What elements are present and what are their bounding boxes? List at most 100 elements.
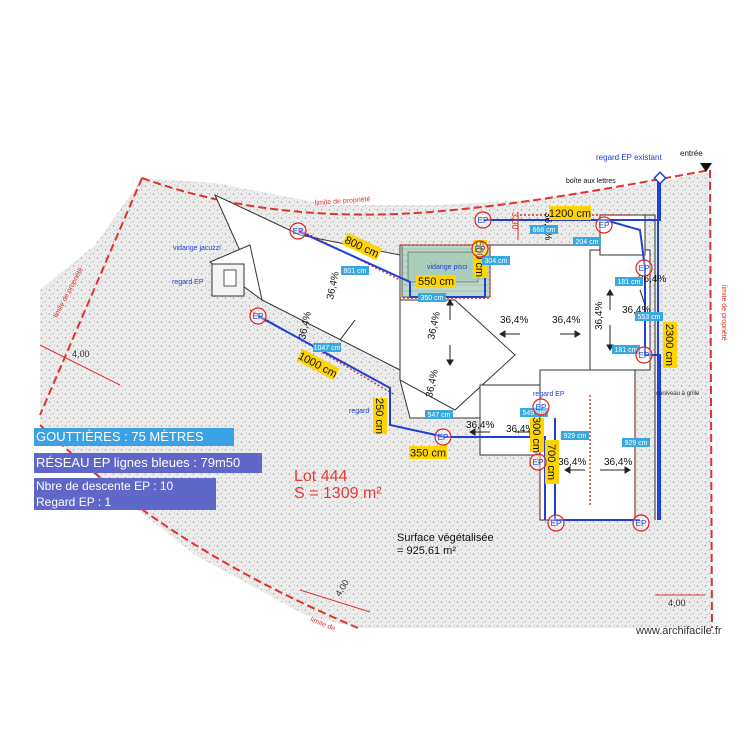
dimension-4-left: 4,00	[72, 349, 90, 359]
yellow-dimension-bg	[530, 418, 544, 452]
gutters-legend: GOUTTIÈRES : 75 MÈTRES	[34, 428, 234, 446]
cyan-dimension-text: 181 cm	[618, 279, 641, 286]
cyan-dimension-tag: 801 cm	[341, 266, 369, 275]
ep-marker-circle	[474, 211, 492, 229]
ep-downspout-marker: EP	[249, 307, 267, 325]
cyan-dimension-tag: 668 cm	[530, 225, 558, 234]
lot-name: Lot 444	[294, 468, 348, 485]
yellow-dimension-text: 550 cm	[418, 276, 454, 288]
ep-marker-circle	[289, 222, 307, 240]
ep-downspout-marker: EP	[474, 211, 492, 229]
ep-downspout-marker: EP	[547, 514, 565, 532]
yellow-dimension-text: 500 cm	[473, 241, 485, 277]
cyan-dimension-tag: 547 cm	[425, 410, 453, 419]
cyan-dimension-text: 549 cm	[523, 410, 546, 417]
yellow-dimension-text: 2300 cm	[663, 324, 675, 366]
cyan-dimensions-layer: 801 cm 350 cm 304 cm 668 cm 204 cm 181 cm 553 …	[313, 225, 663, 447]
lot-area: S = 1309 m²	[294, 485, 382, 502]
property-limit-top-label: limite de propriété	[315, 196, 371, 207]
cyan-dimension-tag: 181 cm	[615, 277, 643, 286]
ep-marker-text: EP	[438, 433, 449, 442]
cyan-dimension-tag: 304 cm	[482, 256, 510, 265]
house	[208, 193, 656, 521]
cyan-dimension-bg	[561, 431, 589, 440]
cyan-dimension-bg	[482, 256, 510, 265]
downspouts-legend: Nbre de descente EP : 10	[34, 478, 216, 494]
ep-marker-text: EP	[599, 221, 610, 230]
cyan-dimension-tag: 553 cm	[635, 312, 663, 321]
manhole-bottom-label: regard	[349, 408, 369, 415]
yellow-dimension-tag: 350 cm	[409, 446, 447, 460]
slope-label: 36,4%	[466, 420, 494, 431]
ep-downspout-marker: EP	[434, 428, 452, 446]
slope-label: 36,4%	[500, 315, 528, 326]
yellow-dimension-bg	[416, 275, 456, 287]
ep-marker-circle	[249, 307, 267, 325]
manhole-mid-label: regard EP	[533, 391, 565, 398]
yellow-dimension-tag: 550 cm	[416, 275, 456, 288]
ep-marker-text: EP	[636, 519, 647, 528]
pool-drain-label: vidange pisci	[427, 264, 468, 271]
property-limit-right-label: limite de propriété	[720, 285, 727, 341]
cyan-dimension-bg	[418, 293, 446, 302]
ep-downspout-marker: EP	[635, 346, 653, 364]
ep-marker-text: EP	[639, 264, 650, 273]
cyan-dimension-text: 801 cm	[344, 268, 367, 275]
network-legend: RÉSEAU EP lignes bleues : 79m50	[34, 453, 262, 473]
jacuzzi-drain-label: vidange jacuzzi	[173, 245, 221, 252]
cyan-dimension-bg	[635, 312, 663, 321]
cyan-dimension-text: 181 cm	[615, 347, 638, 354]
entrance-label: entrée	[680, 149, 703, 158]
cyan-dimension-bg	[530, 225, 558, 234]
manhole-left-label: regard EP	[172, 279, 204, 286]
cyan-dimension-bg	[313, 343, 341, 352]
existing-manhole-label: regard EP existant	[596, 153, 662, 162]
slope-label: 36,4%	[622, 305, 650, 316]
ep-marker-circle	[547, 514, 565, 532]
dimension-4-right: 4,00	[668, 598, 686, 608]
slope-label: 36,4%	[638, 274, 666, 285]
ep-marker-circle	[532, 398, 550, 416]
grated-gutter-label: caniveau à grille	[656, 391, 700, 397]
cyan-dimension-tag: 181 cm	[612, 345, 640, 354]
ep-downspout-marker: EP	[471, 240, 489, 258]
dimension-lines	[39, 212, 705, 613]
cyan-dimension-tag: 929 cm	[561, 431, 589, 440]
cyan-dimension-bg	[622, 438, 650, 447]
yellow-dimension-tag: 300 cm	[530, 417, 544, 453]
ep-marker-circle	[434, 428, 452, 446]
existing-manhole-marker	[653, 171, 667, 185]
jacuzzi-basin	[223, 269, 237, 287]
slope-label: 36,4%	[604, 457, 632, 468]
yellow-dimension-bg	[545, 440, 559, 484]
yellow-dimension-tag: 1200 cm	[549, 206, 591, 220]
yellow-dimension-bg	[373, 398, 387, 434]
cyan-dimension-bg	[612, 345, 640, 354]
ep-marker-circle	[529, 453, 547, 471]
cyan-dimension-text: 929 cm	[564, 433, 587, 440]
cyan-dimension-text: 304 cm	[485, 258, 508, 265]
slope-label: 36,4%	[552, 315, 580, 326]
cyan-dimension-text: 668 cm	[533, 227, 556, 234]
yellow-dimension-bg	[663, 322, 677, 368]
cyan-dimension-tag: 929 cm	[622, 438, 650, 447]
ep-marker-text: EP	[551, 519, 562, 528]
cyan-dimension-bg	[615, 277, 643, 286]
yellow-dimension-bg	[342, 232, 382, 261]
ep-marker-text: EP	[478, 216, 489, 225]
cyan-dimension-tag: 1047 cm	[313, 343, 341, 352]
cyan-dimension-bg	[573, 237, 601, 246]
ep-downspout-marker: EP	[289, 222, 307, 240]
ep-downspout-marker: EP	[632, 514, 650, 532]
ep-downspout-marker: EP	[595, 216, 613, 234]
cyan-dimension-text: 204 cm	[576, 239, 599, 246]
ep-marker-circle	[471, 240, 489, 258]
mailbox-label: boîte aux lettres	[566, 178, 616, 185]
manholes-legend: Regard EP : 1	[34, 494, 216, 510]
cyan-dimension-tag: 350 cm	[418, 293, 446, 302]
ep-marker-text: EP	[293, 227, 304, 236]
yellow-dimension-tag: 700 cm	[545, 440, 559, 484]
yellow-dimension-tag: 2300 cm	[663, 322, 677, 368]
yellow-dimension-tag: 250 cm	[373, 398, 387, 434]
